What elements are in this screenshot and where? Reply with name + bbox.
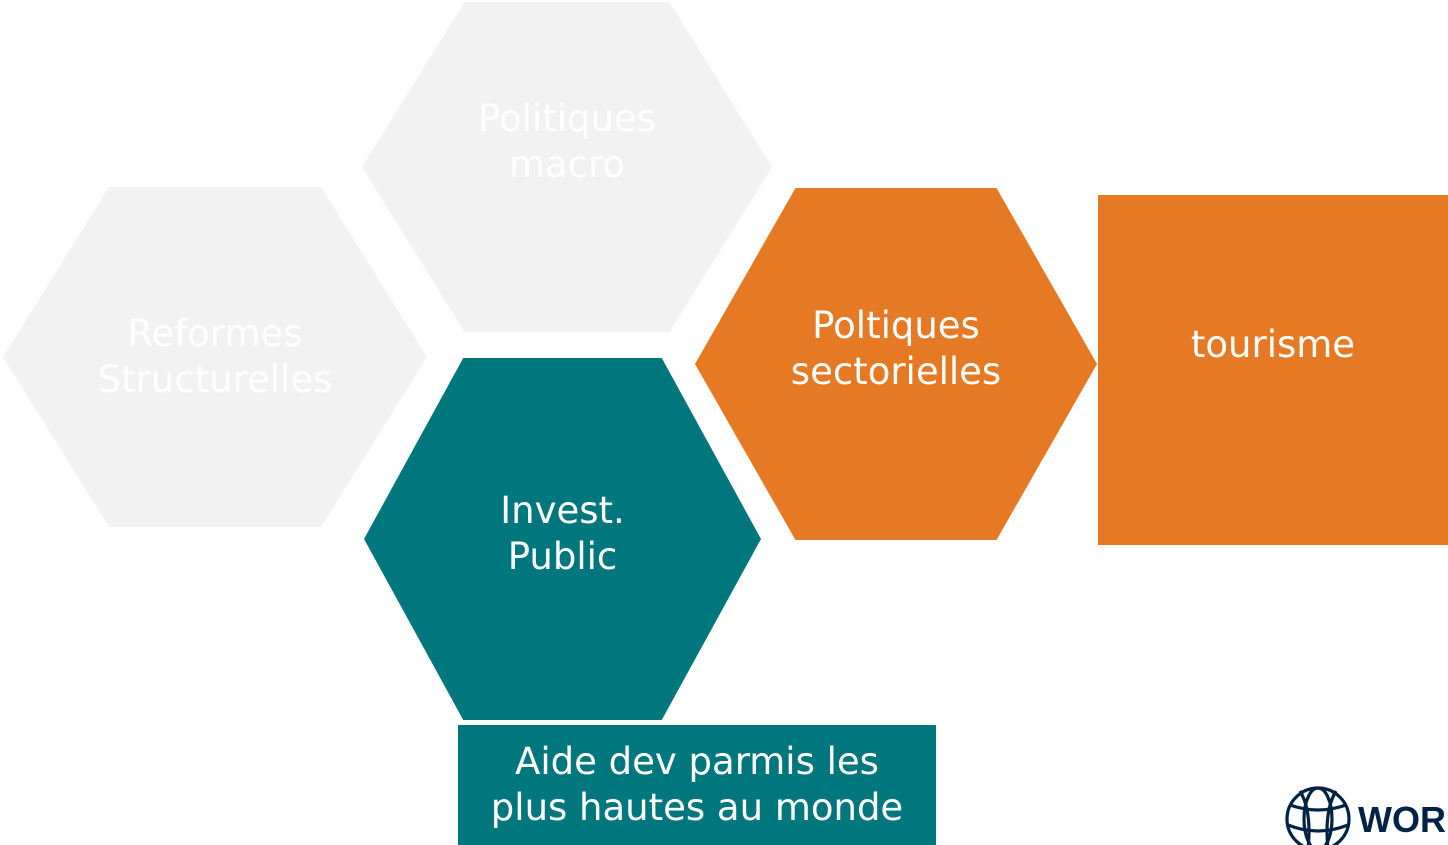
hex-label-line1: Reformes [127,312,303,355]
hex-label-line1: Politiques [478,97,656,140]
logo-text: WORL [1358,799,1448,840]
hex-label-line2: sectorielles [790,350,1002,393]
tourisme-label: tourisme [1190,323,1356,366]
aide-dev-box: Aide dev parmis les plus hautes au monde [458,725,936,845]
hex-label-line2: Public [507,535,618,578]
hex-label-line2: Structurelles [97,358,333,401]
hex-reformes-structurelles: Reformes Structurelles [3,187,427,527]
hex-invest-public: Invest. Public [364,358,761,720]
world-bank-logo: WORL [1278,781,1448,845]
tourisme-box: tourisme [1098,195,1448,545]
hex-label-line2: macro [508,143,626,186]
hex-politiques-sectorielles: Poltiques sectorielles [695,188,1097,540]
aide-label-line2: plus hautes au monde [490,786,904,829]
globe-icon [1285,786,1351,845]
hex-label-line1: Poltiques [812,304,980,347]
aide-label-line1: Aide dev parmis les [515,740,879,783]
hex-politiques-macro: Politiques macro [362,2,772,332]
hex-label-line1: Invest. [500,489,625,532]
